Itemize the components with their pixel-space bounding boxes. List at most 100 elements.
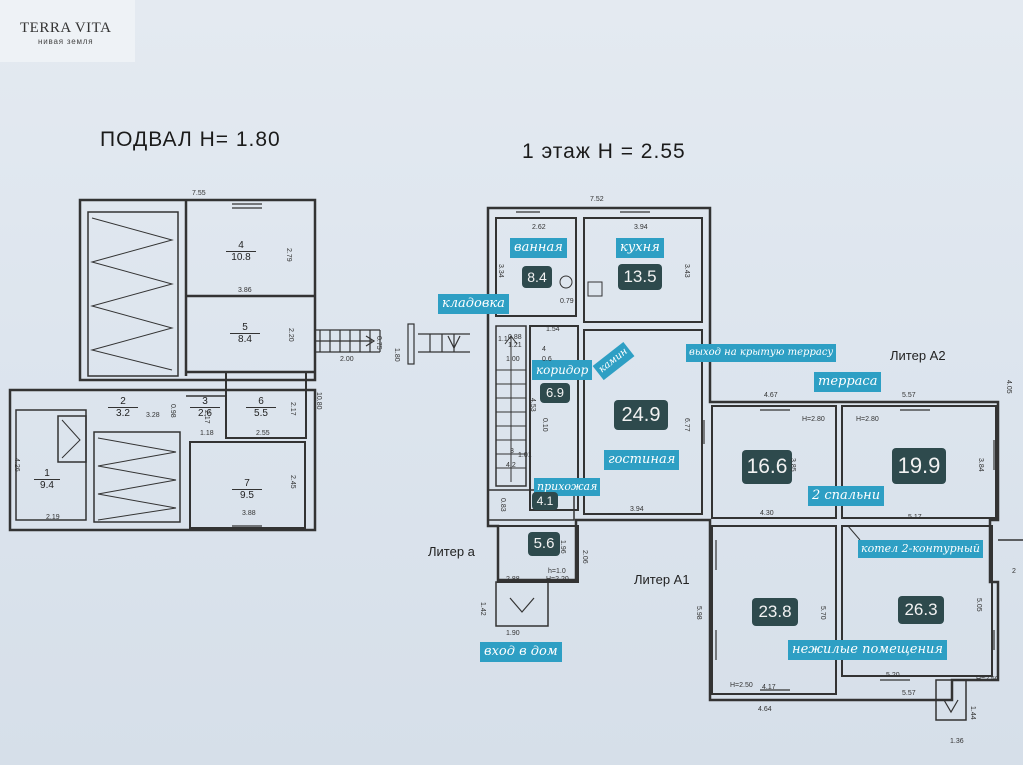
dimension-f-505: 5.05 (975, 598, 982, 612)
dimension-f-cut2: 2 (1012, 568, 1016, 575)
dimension-f-h280a: H=2.80 (802, 416, 825, 423)
dimension-b-top: 7.55 (192, 190, 206, 197)
basement-void-upper (87, 211, 179, 377)
dimension-f-520: 5.20 (886, 672, 900, 679)
area-living: 24.9 (614, 400, 668, 430)
basement-room-6-num: 6 (258, 396, 264, 407)
dimension-f-top: 7.52 (590, 196, 604, 203)
area-kitchen: 13.5 (618, 264, 662, 290)
litera-a: Литер а (428, 544, 475, 559)
dimension-b-r4h: 2.79 (285, 248, 292, 262)
basement-windows (232, 203, 262, 527)
basement-outer-upper (78, 198, 317, 382)
dimension-f-06: 0.6 (542, 356, 552, 363)
dimension-f-394b: 3.94 (630, 506, 644, 513)
dimension-f-h250b: H=2.50 (976, 676, 999, 683)
label-bath: ванная (510, 238, 567, 258)
dimension-b-r7: 3.88 (242, 510, 256, 517)
boiler-mark (847, 525, 861, 541)
dimension-f-430: 4.30 (760, 510, 774, 517)
dimension-f-3-42: 3 (510, 448, 514, 455)
room-nonres-1 (711, 525, 837, 695)
basement-room-1-label: 1 9.4 (34, 468, 60, 491)
dimension-f-136: 1.36 (950, 738, 964, 745)
basement-room-3-label: 3 2.6 (190, 396, 220, 419)
dimension-f-517: 5.17 (908, 514, 922, 521)
basement-room-4-label: 4 10.8 (226, 240, 256, 263)
basement-void-zigzag-lower (97, 437, 177, 521)
dimension-f-cut4: 4.05 (1005, 380, 1012, 394)
basement-room-6-area: 5.5 (246, 407, 276, 419)
basement-outer-lower (8, 388, 317, 532)
basement-room-1-area: 9.4 (34, 479, 60, 491)
basement-room-1-num: 1 (44, 468, 50, 479)
basement-room-7-label: 7 9.5 (232, 478, 262, 501)
dimension-f-121: 1.21 (508, 342, 522, 349)
dimension-f-262: 2.62 (532, 224, 546, 231)
area-entry: 5.6 (528, 532, 560, 556)
dimension-f-010: 0.10 (541, 418, 548, 432)
dimension-f-598: 5.98 (695, 606, 702, 620)
dimension-f-417: 4.17 (762, 684, 776, 691)
entrance-porch (495, 581, 549, 627)
basement-void-zigzag-upper (90, 217, 174, 371)
dimension-f-h220: H=2.20 (546, 576, 569, 583)
dimension-b-118: 1.18 (200, 430, 214, 437)
label-terrace-exit: выход на крытую террасу (686, 344, 837, 362)
label-bedrooms: 2 спальни (808, 486, 885, 506)
dimension-f-673: 6.77 (683, 418, 690, 432)
dimension-f-088: 0.88 (508, 334, 522, 341)
basement-heading: ПОДВАЛ H= 1.80 (100, 128, 281, 151)
dimension-b-219: 2.19 (46, 514, 60, 521)
basement-room-2-label: 2 3.2 (108, 396, 138, 419)
area-bedroom-1: 16.6 (742, 450, 792, 484)
brand-logo-panel: TERRA VITA нивая земля (0, 0, 135, 62)
basement-room-7-num: 7 (244, 478, 250, 489)
dimension-f-154: 1.54 (546, 326, 560, 333)
room-bedroom-2 (841, 405, 997, 519)
area-hall: 4.1 (532, 492, 558, 510)
dimension-f-384: 3.84 (977, 458, 984, 472)
bath-fixture (559, 275, 573, 289)
dimension-f-190: 1.90 (506, 630, 520, 637)
basement-room-4-num: 4 (238, 240, 244, 251)
room-bedroom-1 (711, 405, 837, 519)
rear-exit-arrow (943, 699, 959, 714)
dimension-f-288: 2.88 (506, 576, 520, 583)
dimension-f-467: 4.67 (764, 392, 778, 399)
basement-room-5-label: 5 8.4 (230, 322, 260, 345)
label-pantry: кладовка (438, 294, 509, 314)
dimension-b-right: 10.80 (315, 392, 322, 410)
dimension-b-217: 2.17 (289, 402, 296, 416)
dimension-f-h250a: H=2.50 (730, 682, 753, 689)
label-entrance: вход в дом (480, 642, 562, 662)
label-hall: прихожая (534, 478, 601, 496)
dimension-f-079: 0.79 (560, 298, 574, 305)
basement-stair-well (57, 415, 87, 463)
dimension-f-394: 3.94 (634, 224, 648, 231)
brand-name: TERRA VITA (20, 20, 112, 36)
basement-plan (8, 198, 381, 532)
area-bath: 8.4 (522, 266, 552, 288)
label-boiler: котел 2-контурный (858, 540, 983, 558)
room-living (583, 329, 703, 515)
rear-exit (935, 679, 967, 721)
room-corridor (529, 325, 579, 511)
dimension-f-343: 3.43 (683, 264, 690, 278)
area-bedroom-2: 19.9 (892, 448, 946, 484)
room-bath (495, 217, 577, 317)
dimension-b-r6: 2.55 (256, 430, 270, 437)
label-nonresidential: нежилые помещения (788, 640, 948, 660)
entrance-arrow (509, 597, 535, 613)
brand-tagline: нивая земля (38, 37, 94, 46)
area-nonres-1: 23.8 (752, 598, 798, 626)
room-hall (487, 489, 575, 521)
dimension-b-stair: 2.00 (340, 356, 354, 363)
floor1-plan (486, 206, 1023, 721)
basement-room-5-num: 5 (242, 322, 248, 333)
dimension-b-245: 2.45 (289, 475, 296, 489)
dimension-f-196: 1.96 (559, 540, 566, 554)
label-kitchen: кухня (616, 238, 664, 258)
basement-void-lower (93, 431, 181, 523)
